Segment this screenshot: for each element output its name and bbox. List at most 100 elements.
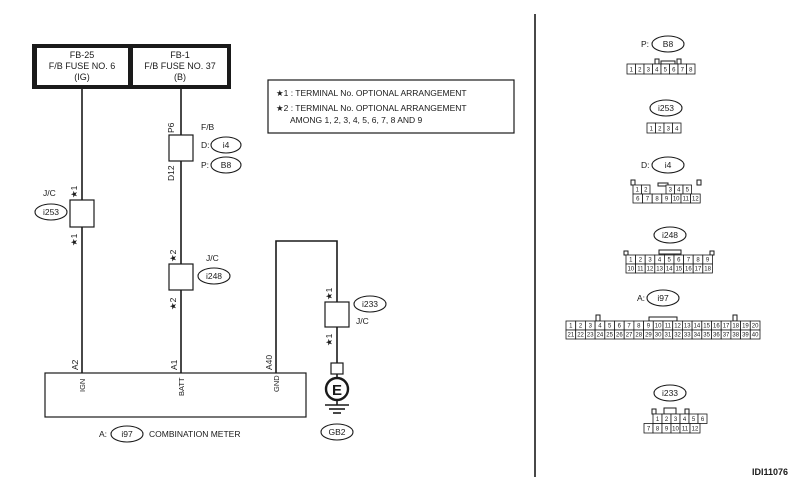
ground-code: GB2 [328, 427, 345, 437]
jc-i233-oval [353, 295, 387, 313]
pin-number: 27 [626, 333, 633, 339]
fuse-box: FB-25 F/B FUSE NO. 6 (IG) FB-1 F/B FUSE … [32, 44, 231, 89]
pin-number: 11 [683, 197, 690, 203]
diagram-id: IDI11076 [752, 467, 788, 477]
fb-p-code: B8 [221, 160, 232, 170]
note-2-cont: AMONG 1, 2, 3, 4, 5, 6, 7, 8 AND 9 [290, 115, 423, 125]
conn-i233-oval [653, 384, 687, 402]
pin-number: 14 [694, 324, 701, 330]
pin-number: 6 [636, 197, 640, 203]
jc-i253-star-top: ★1 [69, 185, 79, 198]
pin-number: 16 [713, 324, 720, 330]
conn-i253-oval [649, 99, 683, 117]
conn-i248-code: i248 [662, 230, 678, 240]
pin-number: 8 [696, 258, 700, 264]
pin-number: 17 [695, 267, 702, 273]
pin-number: 12 [647, 267, 654, 273]
pin-cell [702, 263, 713, 274]
conn-i97-oval [646, 289, 680, 307]
conn-i97-prefix: A: [637, 293, 645, 303]
pin-number: 7 [647, 427, 651, 433]
pin-number: 9 [665, 197, 669, 203]
pin-number: 11 [637, 267, 644, 273]
pin-number: 14 [666, 267, 673, 273]
pin-number: 10 [627, 267, 634, 273]
pin-number: 3 [589, 324, 593, 330]
pin-number: 32 [674, 333, 681, 339]
pin-number: 35 [703, 333, 710, 339]
meter-label-batt: BATT [177, 377, 186, 396]
jc-i253-label: J/C [43, 188, 56, 198]
pin-number: 40 [752, 333, 759, 339]
fb-p-prefix: P: [201, 160, 209, 170]
jc-i233-code: i233 [362, 299, 378, 309]
pin-number: 3 [647, 68, 651, 74]
pin-number: 1 [650, 127, 654, 133]
fb-p-code-oval [210, 156, 242, 174]
meter-label-ign: IGN [78, 379, 87, 392]
fuse-fb25-id: FB-25 [70, 50, 95, 60]
pin-number: 10 [673, 197, 680, 203]
pin-number: 5 [668, 258, 672, 264]
pin-number: 24 [597, 333, 604, 339]
pin-number: 7 [627, 324, 631, 330]
pin-number: 6 [701, 417, 705, 423]
pin-number: 4 [677, 188, 681, 194]
conn-i97-code: i97 [657, 293, 669, 303]
conn-i4-prefix: D: [641, 160, 650, 170]
pin-number: 17 [723, 324, 730, 330]
pin-number: 4 [683, 417, 687, 423]
pin-number: 6 [677, 258, 681, 264]
conn-b8-oval [651, 35, 685, 53]
jc-i233-star-top: ★1 [324, 287, 334, 300]
pin-number: 3 [648, 258, 652, 264]
pin-number: 7 [681, 68, 685, 74]
pin-number: 22 [577, 333, 584, 339]
pin-number: 5 [664, 68, 668, 74]
pin-number: 28 [635, 333, 642, 339]
ground: E GB2 [320, 362, 354, 441]
notes-box: ★1 : TERMINAL No. OPTIONAL ARRANGEMENT ★… [267, 79, 515, 134]
fb-title: F/B [201, 122, 215, 132]
jc-i248-star-top: ★2 [168, 249, 178, 262]
fuse-fb25-type: (IG) [74, 72, 90, 82]
meter-code-oval [110, 425, 144, 443]
pin-number: 20 [752, 324, 759, 330]
pin-number: 2 [665, 417, 669, 423]
jc-i233-label: J/C [356, 316, 369, 326]
pin-cell [749, 329, 761, 340]
pin-number: 37 [723, 333, 730, 339]
pin-cell [689, 423, 701, 434]
jc-i248-code: i248 [206, 271, 222, 281]
pin-number: 30 [655, 333, 662, 339]
meter-pin-ign: A2 [70, 359, 80, 370]
pin-number: 7 [687, 258, 691, 264]
pin-number: 1 [656, 417, 660, 423]
pin-number: 12 [674, 324, 681, 330]
pin-number: 11 [665, 324, 672, 330]
conn-i233-code: i233 [662, 388, 678, 398]
pin-number: 2 [644, 188, 648, 194]
junction-i233: i233 J/C ★1 ★1 [324, 287, 387, 346]
conn-i253-code: i253 [658, 103, 674, 113]
fuse-fb1-type: (B) [174, 72, 186, 82]
conn-i248-oval [653, 226, 687, 244]
fb-connector: F/B P6 D12 D: i4 P: B8 [166, 122, 242, 181]
pin-number: 2 [639, 258, 643, 264]
pin-number: 1 [569, 324, 573, 330]
pin-number: 38 [732, 333, 739, 339]
jc-i248-star-bottom: ★2 [168, 297, 178, 310]
pin-number: 5 [608, 324, 612, 330]
jc-i253-code: i253 [43, 207, 59, 217]
conn-b8-code: B8 [663, 39, 674, 49]
pin-number: 13 [684, 324, 691, 330]
pin-number: 13 [656, 267, 663, 273]
pin-number: 3 [667, 127, 671, 133]
pin-cell [686, 63, 696, 75]
pin-number: 9 [706, 258, 710, 264]
pin-number: 10 [655, 324, 662, 330]
